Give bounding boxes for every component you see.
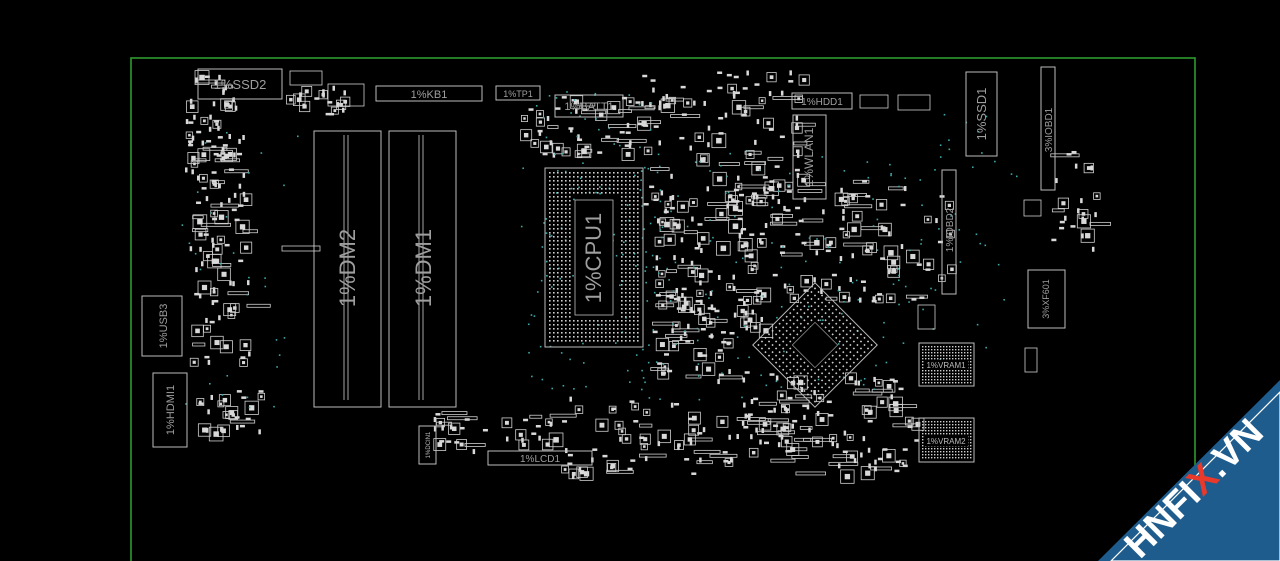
usb3-label: 1%USB3 <box>158 304 170 349</box>
cpu1-label: 1%CPU1 <box>581 213 606 303</box>
component-usb3[interactable]: 1%USB3 <box>141 295 183 357</box>
wlan1-label: 1%WLAN1 <box>802 127 816 186</box>
component-xf601[interactable]: 3%XF601 <box>1027 269 1066 329</box>
ssd2-label: 1%SSD2 <box>214 77 267 92</box>
cpu-ball-grid <box>549 172 639 342</box>
component-iobd2[interactable]: 1%IOBD2 <box>941 169 957 295</box>
small-connector <box>859 94 889 109</box>
component-gpu[interactable] <box>752 282 878 408</box>
dm1-label: 1%DM1 <box>411 229 436 307</box>
component-vram1[interactable]: 1%VRAM1 <box>918 342 975 387</box>
hdd1-label: 1%HDD1 <box>801 97 843 108</box>
gpu-ball-grid <box>757 287 873 403</box>
small-connector <box>327 83 365 107</box>
component-ssd2[interactable]: 1%SSD2 <box>197 68 283 100</box>
board-edge <box>130 57 1196 561</box>
iobd1-label: 3%IOBD1 <box>1044 107 1055 152</box>
lcd1-label: 1%LCD1 <box>520 454 560 465</box>
vram2-label: 1%VRAM2 <box>926 437 966 446</box>
kb1-label: 1%KB1 <box>411 89 448 101</box>
component-kb1[interactable]: 1%KB1 <box>375 85 483 102</box>
batt1-label: 1%BATT1 <box>564 101 613 113</box>
tp1-label: 1%TP1 <box>503 89 533 99</box>
dm2-label: 1%DM2 <box>335 229 360 307</box>
component-iobd1[interactable]: 3%IOBD1 <box>1040 66 1056 191</box>
component-dcin1[interactable]: 1%DCIN1 <box>418 425 437 465</box>
component-ssd1[interactable]: 1%SSD1 <box>965 71 998 157</box>
iobd2-label: 1%IOBD2 <box>945 207 956 252</box>
component-tp1[interactable]: 1%TP1 <box>495 85 541 101</box>
component-wlan1[interactable]: 1%WLAN1 <box>792 114 827 200</box>
watermark-stripe <box>1110 391 1280 561</box>
small-part <box>1023 199 1042 217</box>
ssd1-label: 1%SSD1 <box>974 88 989 141</box>
component-lcd1[interactable]: 1%LCD1 <box>487 450 593 466</box>
dcin1-label: 1%DCIN1 <box>426 431 432 458</box>
component-batt1[interactable]: 1%BATT1 <box>554 94 624 118</box>
small-part <box>281 245 321 252</box>
vram1-label: 1%VRAM1 <box>926 361 966 370</box>
component-dm2[interactable]: 1%DM2 <box>313 130 382 408</box>
component-hdd1[interactable]: 1%HDD1 <box>791 92 853 110</box>
component-hdmi1[interactable]: 1%HDMI1 <box>152 372 188 448</box>
small-part <box>1024 347 1038 373</box>
small-part <box>917 304 936 330</box>
xf601-label: 3%XF601 <box>1041 279 1051 319</box>
watermark-logo: HNFIX.VN <box>1098 380 1280 561</box>
hdmi1-label: 1%HDMI1 <box>165 385 177 435</box>
small-connector <box>897 94 931 111</box>
component-cpu1[interactable]: 1%CPU1 <box>544 167 644 348</box>
small-components <box>185 70 1111 484</box>
component-vram2[interactable]: 1%VRAM2 <box>918 417 975 463</box>
component-dm1[interactable]: 1%DM1 <box>388 130 457 408</box>
watermark-band <box>1098 380 1280 561</box>
small-connector <box>289 70 323 86</box>
